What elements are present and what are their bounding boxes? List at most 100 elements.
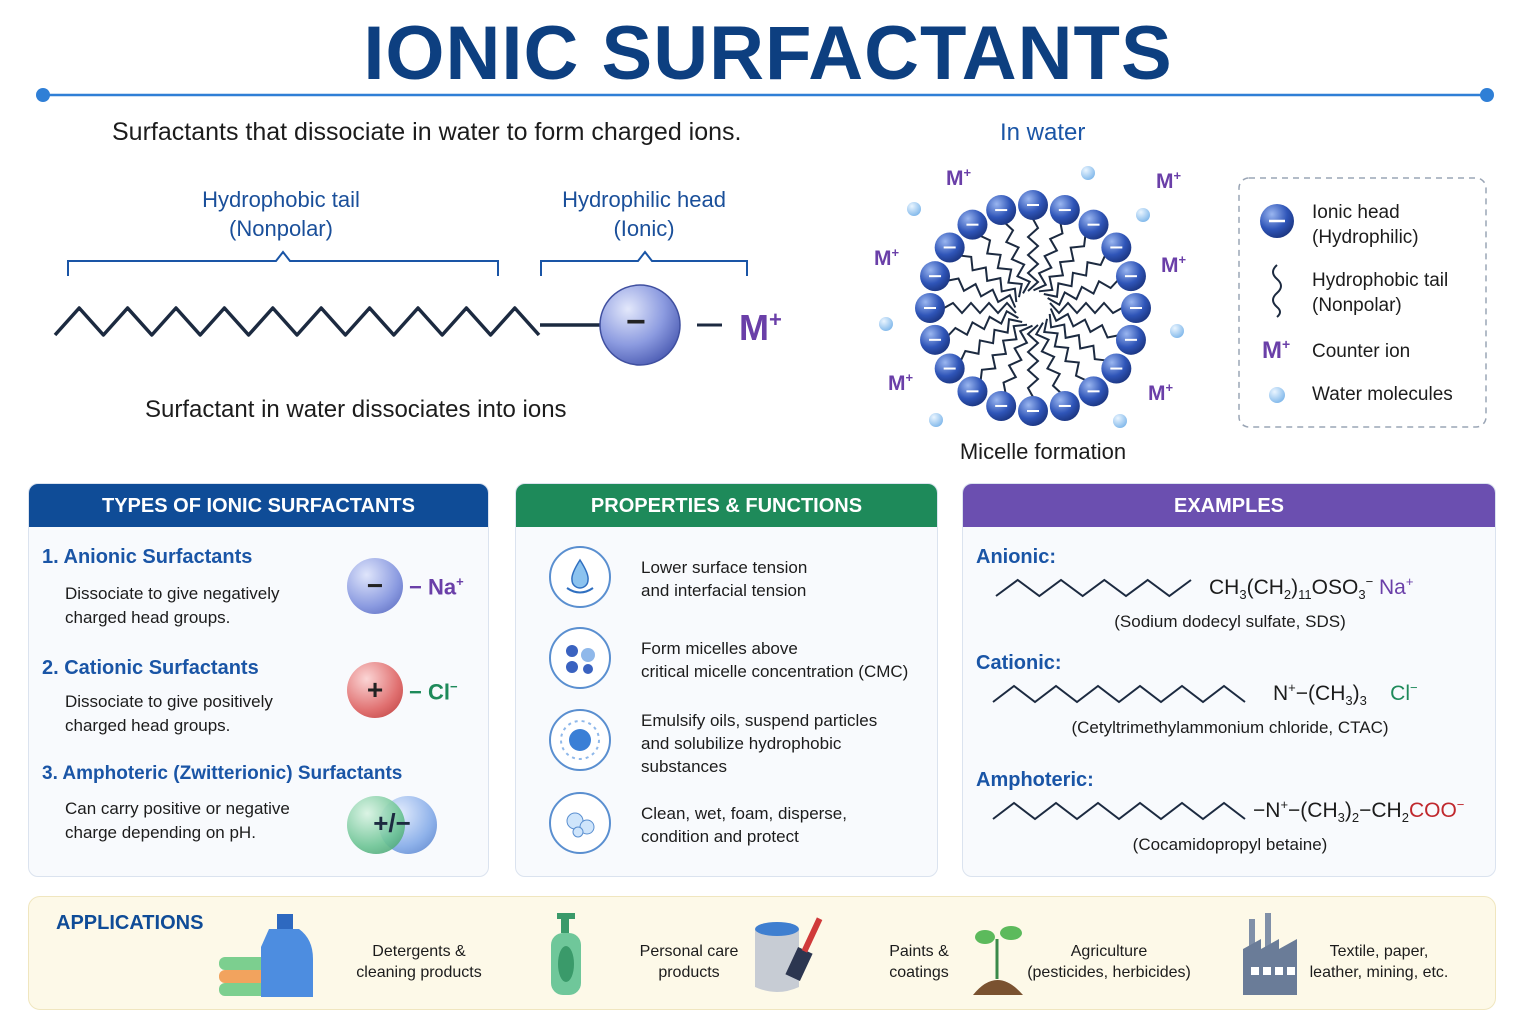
water-molecule <box>1113 414 1127 428</box>
seedling-icon <box>969 909 1029 1004</box>
micelle-counter-ion: M+ <box>874 245 900 270</box>
legend-tail: Hydrophobic tail(Nonpolar) <box>1312 270 1449 316</box>
tail-bracket <box>67 250 499 276</box>
legend-counter-ion-symbol: M+ <box>1262 336 1291 364</box>
divider-dot <box>36 88 50 102</box>
micelle-tail <box>1038 235 1087 293</box>
micelle-tail <box>948 277 1017 308</box>
water-molecule <box>1081 166 1095 180</box>
application-label: Detergents &cleaning products <box>356 943 482 981</box>
application-label: Agriculture(pesticides, herbicides) <box>1027 943 1191 981</box>
legend-counter-ion: Counter ion <box>1312 341 1411 362</box>
anionic-head-icon: − <box>347 558 403 614</box>
example-chain <box>995 578 1192 598</box>
micelle-tail <box>960 318 1023 361</box>
micelle-caption: Micelle formation <box>959 439 1127 464</box>
micelle-tail <box>1043 255 1106 298</box>
micelle-heading: In water <box>1000 119 1086 146</box>
page-title: IONIC SURFACTANTS <box>363 11 1173 96</box>
micelle-counter-ion: M+ <box>888 370 914 395</box>
diagram-caption: Surfactant in water dissociates into ion… <box>145 396 567 423</box>
properties-panel: PROPERTIES & FUNCTIONS Lower surface ten… <box>515 483 938 877</box>
example-formula: −N+−(CH3)2−CH2COO− <box>1253 797 1465 826</box>
tail-label: Hydrophobic tail(Nonpolar) <box>202 187 360 241</box>
examples-header: EXAMPLES <box>963 484 1495 527</box>
micelle-tail <box>1048 313 1106 362</box>
application-label: Paints &coatings <box>889 943 949 981</box>
cationic-head-icon: + <box>347 662 403 718</box>
example-name: (Cocamidopropyl betaine) <box>1132 835 1328 854</box>
micelle-counter-ion: M+ <box>1148 380 1174 405</box>
head-bracket <box>540 250 748 276</box>
water-drop-icon <box>549 546 611 608</box>
applications-header: APPLICATIONS <box>56 912 204 934</box>
micelles-icon <box>549 627 611 689</box>
micelle-tail <box>1034 322 1062 394</box>
legend-tail-icon <box>1272 264 1282 318</box>
bubbles-icon <box>549 792 611 854</box>
micelle-tail <box>1049 308 1118 339</box>
head-label: Hydrophilic head(Ionic) <box>562 187 726 241</box>
application-label: Textile, paper,leather, mining, etc. <box>1309 943 1449 981</box>
type-anionic-title: 1. Anionic Surfactants <box>42 546 253 568</box>
type-cationic-title: 2. Cationic Surfactants <box>42 657 259 679</box>
water-molecule <box>907 202 921 216</box>
water-molecule <box>1170 324 1184 338</box>
micelle-counter-ion: M+ <box>1161 252 1187 277</box>
micelle-counter-ion: M+ <box>1156 168 1182 193</box>
micelle-tail <box>1043 318 1086 381</box>
factory-icon <box>1239 909 1309 1004</box>
micelle-tail <box>1049 301 1123 315</box>
micelle <box>879 166 1184 428</box>
emulsify-icon <box>549 709 611 771</box>
micelle-tail <box>960 254 1018 303</box>
head-charge: − <box>626 303 646 341</box>
micelle-tail <box>1026 218 1040 292</box>
hydrophobic-tail-chain <box>53 306 541 337</box>
example-formula: N+−(CH3)3 Cl− <box>1273 680 1418 709</box>
divider-dot <box>1480 88 1494 102</box>
example-name: (Cetyltrimethylammonium chloride, CTAC) <box>1071 718 1389 737</box>
amphoteric-head-icon: +/− <box>347 796 437 854</box>
types-panel: TYPES OF IONIC SURFACTANTS 1. Anionic Su… <box>28 483 489 877</box>
top-diagram <box>36 88 1494 428</box>
legend-ionic-head: Ionic head(Hydrophilic) <box>1312 202 1419 248</box>
example-formula: CH3(CH2)11OSO3− Na+ <box>1209 574 1414 603</box>
pump-bottle-icon <box>539 909 599 1004</box>
paint-can-icon <box>751 909 831 1004</box>
water-molecule <box>929 413 943 427</box>
properties-header: PROPERTIES & FUNCTIONS <box>516 484 937 527</box>
types-header: TYPES OF IONIC SURFACTANTS <box>29 484 488 527</box>
legend-water-icon <box>1269 387 1285 403</box>
example-title: Cationic: <box>976 652 1062 674</box>
detergent-icon <box>219 909 319 1004</box>
micelle-tail <box>1004 222 1032 294</box>
micelle-counter-ion: M+ <box>946 165 972 190</box>
examples-panel: EXAMPLES Anionic: CH3(CH2)11OSO3− Na+ (Sod… <box>962 483 1496 877</box>
micelle-tail <box>943 301 1017 315</box>
legend-box <box>1238 177 1487 428</box>
micelle-tail <box>1047 279 1119 307</box>
example-name: (Sodium dodecyl sulfate, SDS) <box>1114 612 1346 631</box>
anionic-counter-ion: − Na+ <box>409 574 464 600</box>
example-chain <box>992 684 1246 704</box>
cationic-counter-ion: − Cl− <box>409 679 458 705</box>
water-molecule <box>879 317 893 331</box>
example-title: Anionic: <box>976 546 1056 568</box>
micelle-tail <box>980 235 1023 298</box>
water-molecule <box>1136 208 1150 222</box>
example-title: Amphoteric: <box>976 769 1094 791</box>
micelle-tail <box>979 323 1028 381</box>
ionic-head <box>599 284 681 366</box>
type-amphoteric-title: 3. Amphoteric (Zwitterionic) Surfactants <box>42 763 403 784</box>
property-text: Clean, wet, foam, disperse,condition and… <box>641 804 847 846</box>
legend-water: Water molecules <box>1312 384 1453 405</box>
subtitle: Surfactants that dissociate in water to … <box>112 118 742 146</box>
